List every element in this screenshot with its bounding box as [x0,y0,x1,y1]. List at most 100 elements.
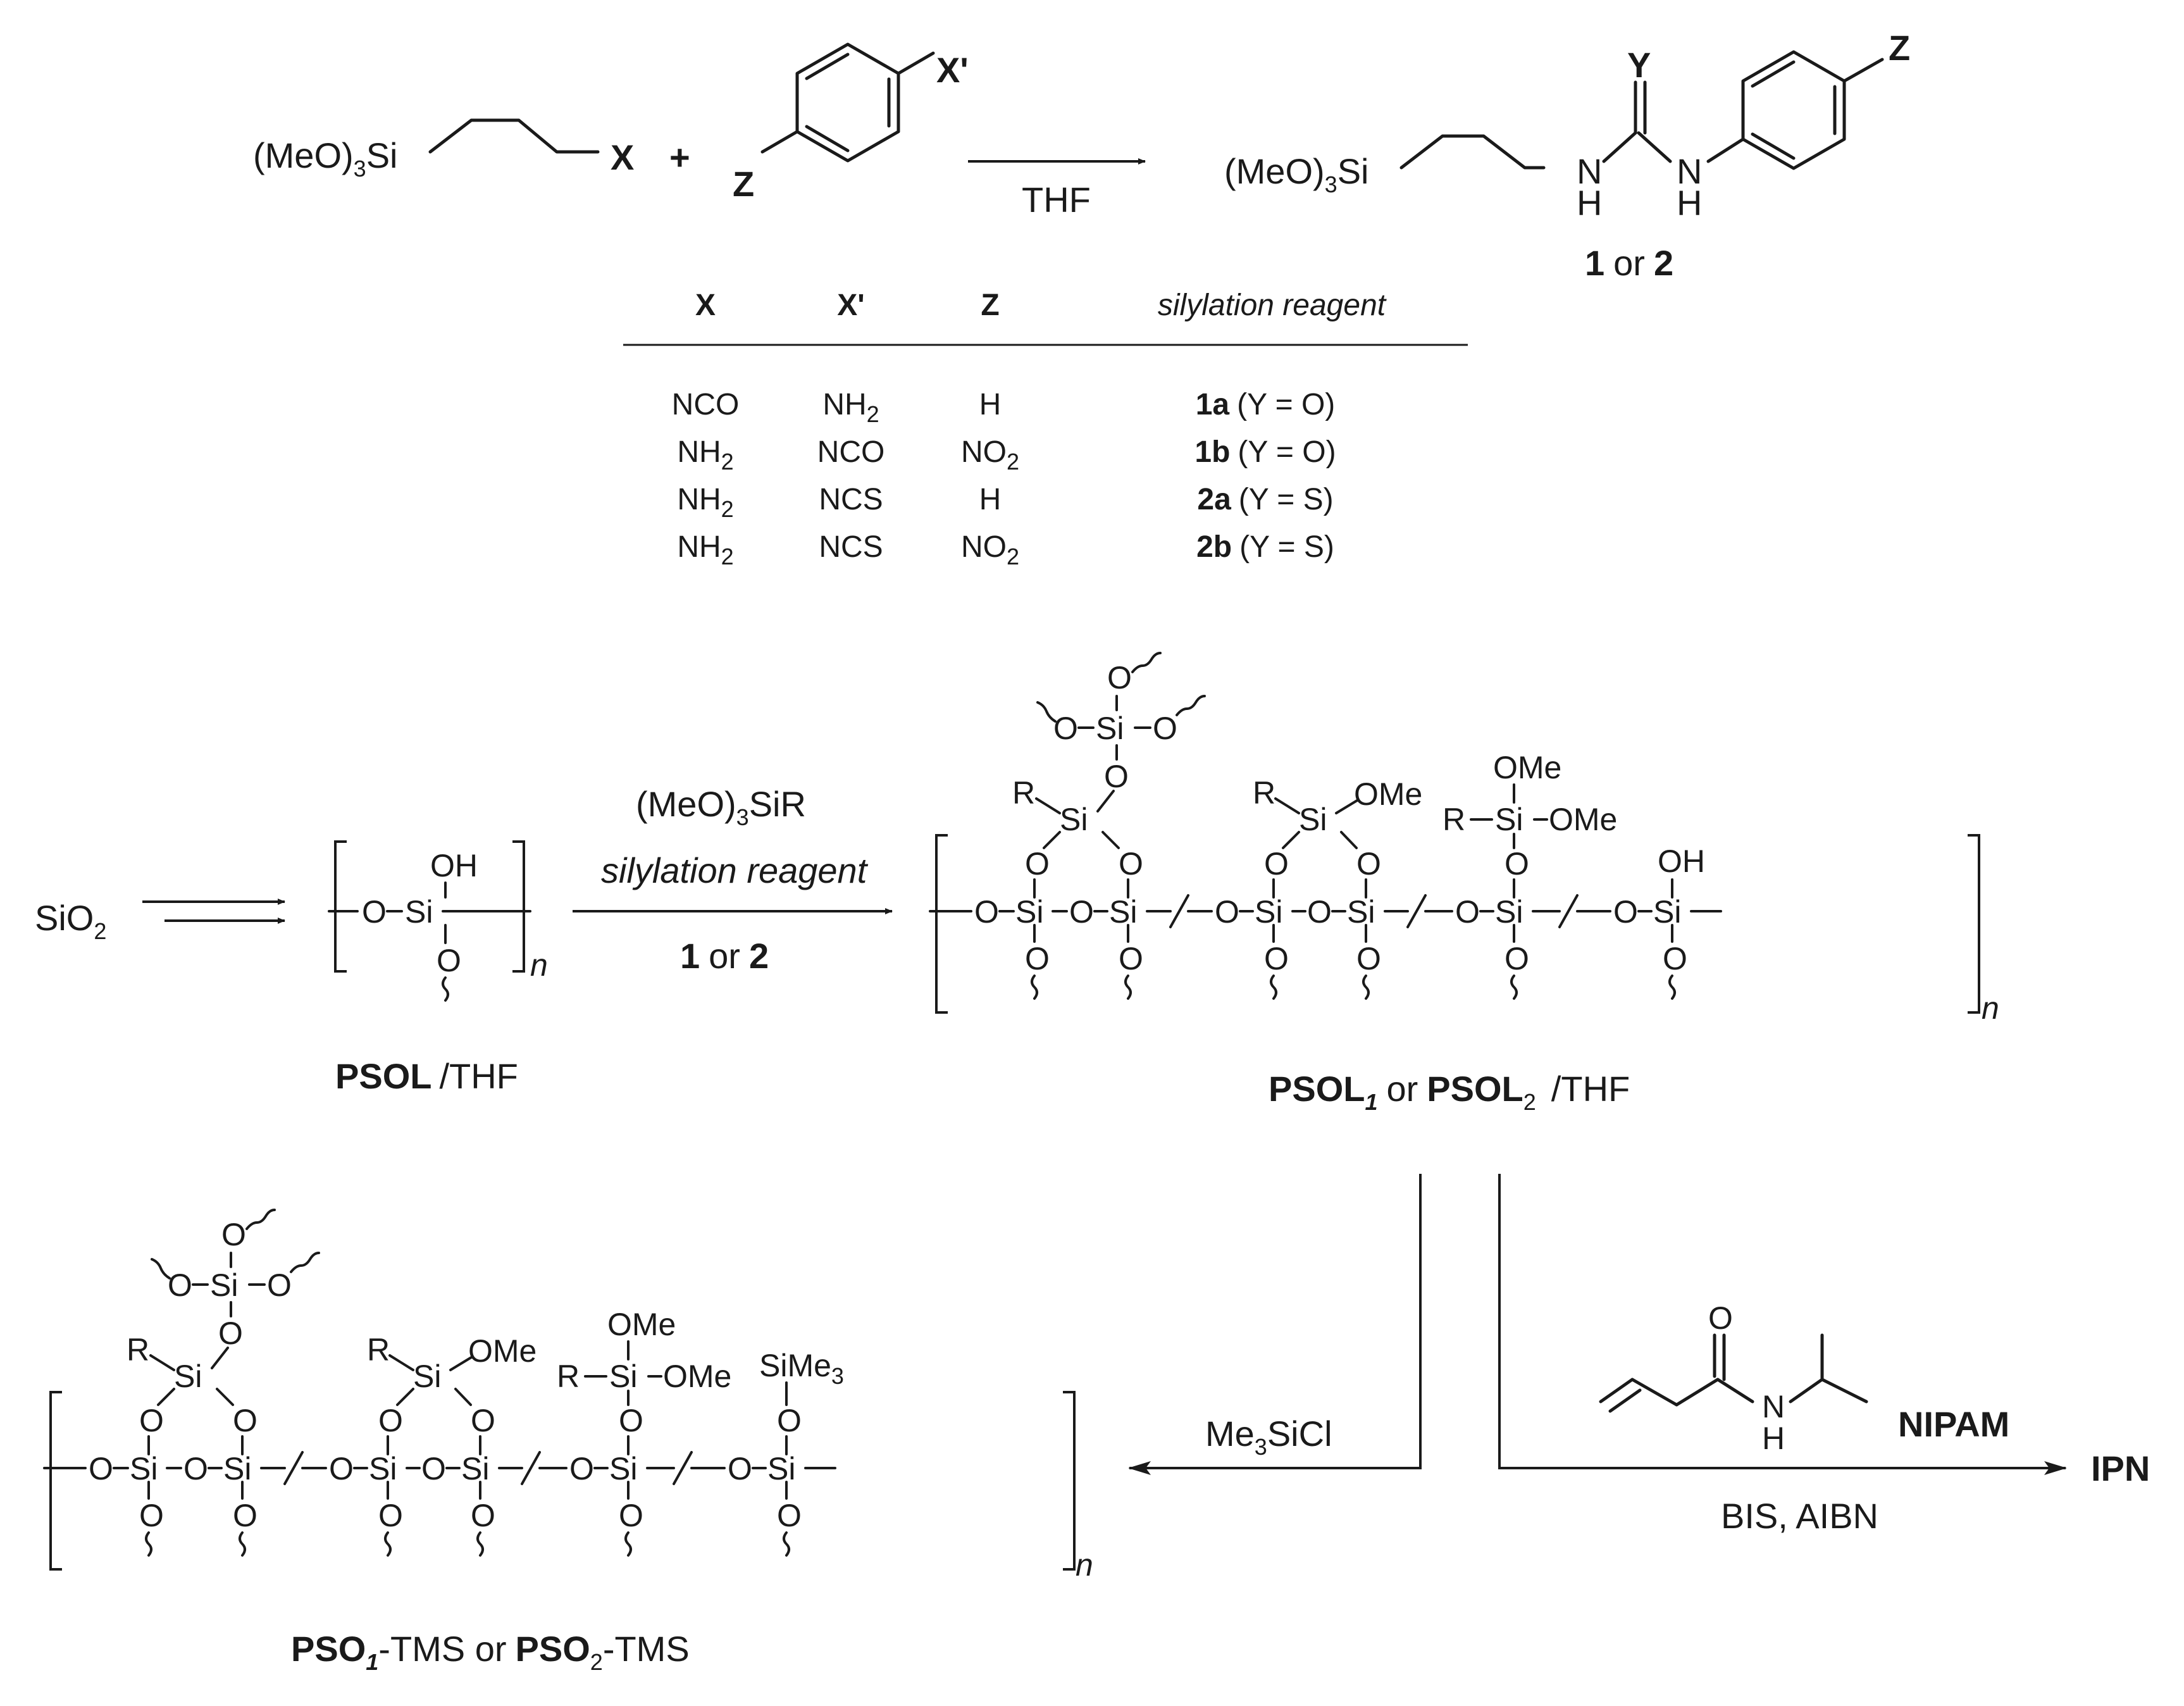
product-z: Z [1889,28,1910,68]
atom-o: O [619,1403,643,1438]
tms-bracket-right [1063,1391,1076,1571]
atom-o: O [1119,846,1143,881]
tms-bracket-left [49,1391,62,1571]
propyl-chain [428,118,600,154]
reaction-1: (MeO)3Si X + X' Z THF (MeO)3Si N H Y N H [253,28,1910,283]
psol-o-left: O [362,894,387,930]
table-header-reagent: silylation reagent [1158,289,1387,322]
bond-c-n [1637,131,1672,163]
table-row1-xprime: NH2 [822,388,879,427]
atom-o: O [974,894,999,930]
table-row4-reagent: 2b(Y = S) [1196,530,1334,564]
arrow-label-mid: silylation reagent [601,850,869,890]
arrow-tms [1128,1174,1422,1475]
atom-r: R [127,1332,149,1367]
table-header-xprime: X' [837,289,864,322]
atom-si: Si [210,1267,238,1303]
atom-o: O [221,1217,246,1252]
table-row3-x: NH2 [677,483,733,522]
atom-si: Si [1347,894,1375,930]
network-psol: n O Si O Si O Si O Si O Si O Si O [929,652,1999,1026]
atom-oh: OH [1658,844,1705,879]
table-row2-xprime: NCO [817,435,885,469]
tms-network-n: n [1076,1547,1093,1583]
nipam-n: N [1762,1389,1785,1424]
atom-o: O [267,1267,292,1303]
atom-ome: OMe [1493,750,1561,785]
table-header-z: Z [981,289,999,322]
psol-oh: OH [430,848,478,883]
atom-o: O [1025,846,1050,881]
atom-o: O [329,1451,354,1486]
atom-o: O [421,1451,446,1486]
atom-o: O [1215,894,1239,930]
atom-r: R [557,1359,580,1394]
nipam-label: NIPAM [1898,1404,2009,1444]
reactant1-x: X [611,137,634,177]
atom-o: O [471,1498,495,1533]
tms-bottom-o-groups: O O O O O O [139,1481,802,1557]
atom-r: R [367,1332,390,1367]
bottom-o-groups: O O O O O O [1025,924,1687,1000]
network-n: n [1982,990,1999,1026]
atom-o: O [1455,894,1480,930]
atom-r: R [1012,775,1035,811]
aryl-xprime: X' [936,50,969,90]
atom-o: O [89,1451,113,1486]
atom-o: O [1307,894,1332,930]
bond-n-c [1602,131,1637,163]
atom-o: O [1107,660,1132,695]
atom-ome: OMe [663,1359,731,1394]
atom-ome: OMe [1549,802,1617,837]
separator-slash [673,1451,693,1485]
psol-label: PSOL/THF [335,1056,518,1096]
atom-ome: OMe [468,1333,537,1369]
atom-o: O [1153,711,1177,746]
atom-si: Si [1109,894,1137,930]
psol-bracket-left [334,840,347,973]
arrow-ipn [1498,1174,2067,1475]
atom-o: O [1104,759,1129,794]
atom-si: Si [413,1359,441,1394]
atom-si: Si [609,1359,637,1394]
network-bracket-right [1968,834,1980,1014]
table-row3-xprime: NCS [819,483,883,516]
separator-slash [1406,894,1427,928]
atom-ome: OMe [1354,776,1422,812]
atom-o: O [1505,941,1529,976]
atom-o: O [1505,846,1529,881]
atom-o: O [728,1451,752,1486]
atom-r: R [1253,775,1275,811]
separator-slash [283,1451,304,1485]
table-row2-reagent: 1b(Y = O) [1194,435,1336,469]
table-row4-z: NO2 [961,530,1019,570]
atom-o: O [777,1403,802,1438]
atom-o: O [471,1403,495,1438]
arrow-label-top: (MeO)3SiR [636,784,806,830]
atom-si: Si [461,1451,489,1486]
atom-o: O [1025,941,1050,976]
ipn-product: IPN [2091,1448,2150,1488]
atom-si: Si [1060,802,1088,837]
nipam-o: O [1708,1300,1733,1336]
product-n1: N [1577,151,1602,191]
table-header-x: X [695,289,716,322]
atom-o: O [233,1403,257,1438]
atom-o: O [1119,941,1143,976]
aryl-z: Z [733,164,754,204]
atom-o: O [183,1451,208,1486]
atom-o: O [168,1267,192,1303]
solvent-thf: THF [1022,180,1091,220]
product-h2: H [1677,183,1702,223]
psol-si: Si [405,894,433,930]
atom-si: Si [1096,711,1124,746]
atom-si: Si [1495,802,1523,837]
benzene-ring-product [1741,50,1884,170]
silica-start: SiO2 [35,898,106,944]
table-row1-x: NCO [672,388,740,421]
table-row3-z: H [979,483,1002,516]
table-row3-reagent: 2a(Y = S) [1197,483,1333,516]
atom-o: O [1663,941,1687,976]
